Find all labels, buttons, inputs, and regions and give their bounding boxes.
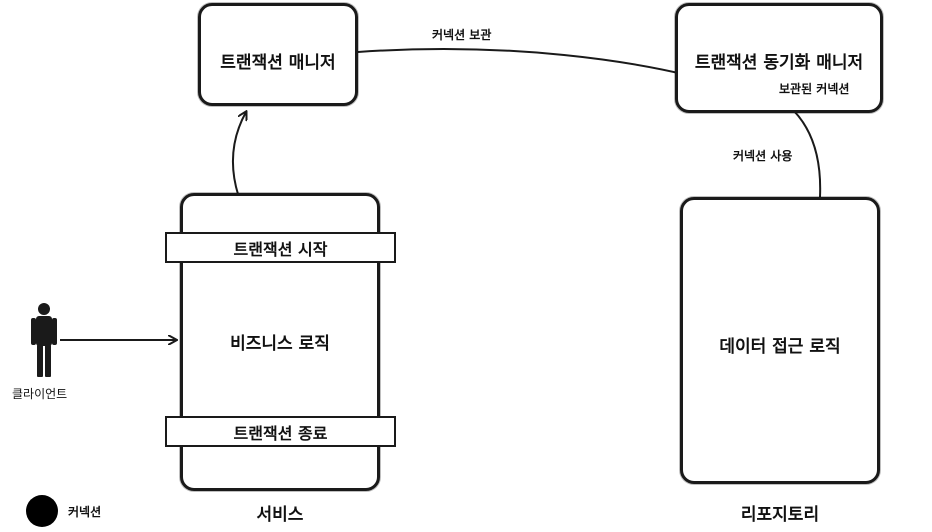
business-logic-label: 비즈니스 로직 (230, 334, 330, 354)
transaction-start-band: 트랜잭션 시작 (165, 232, 396, 263)
data-access-logic-label: 데이터 접근 로직 (719, 337, 841, 357)
repository-caption: 리포지토리 (740, 505, 820, 525)
legend-connection-dot (26, 495, 58, 527)
store-connection-label: 커넥션 보관 (432, 28, 492, 42)
transaction-manager-box: 트랜잭션 매니저 (198, 3, 358, 106)
transaction-end-band: 트랜잭션 종료 (165, 416, 396, 447)
transaction-manager-label: 트랜잭션 매니저 (220, 53, 336, 73)
sync-manager-label: 트랜잭션 동기화 매니저 (694, 53, 864, 73)
service-caption: 서비스 (256, 505, 304, 525)
legend-connection-label: 커넥션 (68, 505, 102, 519)
repository-box: 데이터 접근 로직 (680, 197, 880, 484)
stored-connection-label: 보관된 커넥션 (779, 82, 850, 96)
use-connection-label: 커넥션 사용 (733, 149, 793, 163)
client-actor-icon (31, 303, 57, 377)
sync-manager-box: 트랜잭션 동기화 매니저 (675, 3, 883, 113)
client-label: 클라이언트 (12, 387, 68, 401)
